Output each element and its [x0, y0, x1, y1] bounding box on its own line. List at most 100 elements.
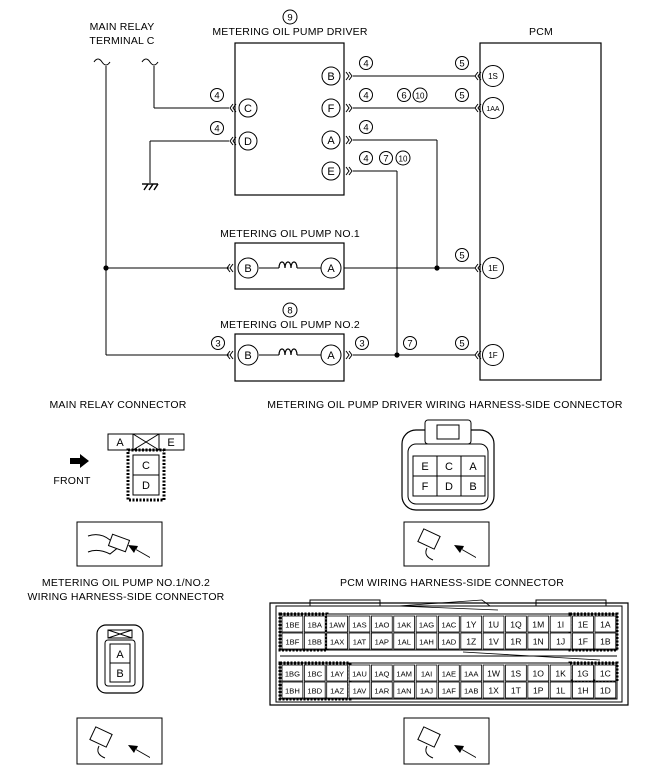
pcm-terminal-cell — [415, 615, 438, 633]
svg-text:B: B — [116, 668, 123, 680]
svg-text:1F: 1F — [488, 351, 497, 360]
pcm-terminal-cell — [594, 681, 617, 699]
pcm-terminal-label: 1O — [533, 669, 545, 679]
svg-text:7: 7 — [407, 339, 412, 350]
pcm-terminal-cell — [527, 632, 550, 650]
driver-pin-c: C — [238, 98, 258, 118]
pcm-terminal-label: 1H — [577, 686, 588, 696]
pcm-terminal-label: 1AH — [419, 638, 434, 647]
harness-probe-icon — [403, 521, 490, 567]
pcm-terminal-label: 1J — [556, 637, 565, 647]
pump-2-label: METERING OIL PUMP NO.2 — [220, 319, 360, 331]
pcm-terminal-cell — [549, 681, 572, 699]
pcm-terminal-label: 1K — [555, 669, 566, 679]
pcm-pin-1aa: 1AA — [482, 97, 504, 119]
svg-text:A: A — [327, 135, 335, 147]
connector-marks — [226, 71, 482, 360]
pump-2-pin-b: B — [237, 344, 259, 366]
main-relay-label-line1: MAIN RELAY — [90, 21, 155, 33]
num-circle: 7 — [403, 336, 417, 350]
pcm-terminal-label: 1AC — [441, 621, 456, 630]
pcm-terminal-cell — [370, 664, 393, 682]
pcm-terminal-label: 1AR — [374, 687, 389, 696]
pcm-pin-1f: 1F — [482, 344, 504, 366]
pcm-terminal-cell — [527, 615, 550, 633]
num-circle: 4 — [210, 121, 224, 135]
pcm-terminal-label: 1F — [578, 637, 588, 647]
svg-text:D: D — [244, 136, 252, 148]
pump-connector-label-line1: METERING OIL PUMP NO.1/NO.2 — [42, 577, 210, 589]
pcm-terminal-cell — [482, 664, 505, 682]
pcm-terminal-label: 1AG — [419, 621, 434, 630]
driver-label: METERING OIL PUMP DRIVER — [212, 26, 368, 38]
svg-text:D: D — [445, 481, 453, 493]
pcm-terminal-label: 1AS — [352, 621, 366, 630]
driver-pin-a: A — [321, 130, 341, 150]
pcm-terminal-label: 1E — [578, 620, 589, 630]
svg-text:B: B — [327, 71, 334, 83]
svg-text:F: F — [422, 481, 429, 493]
svg-text:A: A — [327, 263, 335, 275]
pcm-terminal-cell — [438, 681, 460, 699]
pcm-terminal-label: 1BF — [285, 638, 299, 647]
main-relay-connector: A E C D — [107, 433, 185, 502]
driver-pin-e: E — [321, 161, 341, 181]
pcm-terminal-label: 1AV — [353, 687, 368, 696]
svg-text:3: 3 — [215, 339, 220, 350]
svg-text:B: B — [244, 263, 251, 275]
svg-text:6: 6 — [401, 91, 406, 102]
pcm-terminal-label: 1AF — [442, 687, 456, 696]
svg-text:4: 4 — [363, 59, 368, 70]
junction-dot — [394, 352, 400, 358]
num-circle: 6 — [397, 88, 411, 102]
pcm-terminal-label: 1P — [533, 686, 544, 696]
wire-break-left — [93, 58, 111, 66]
pcm-terminal-label: 1AP — [375, 638, 389, 647]
pcm-box — [479, 42, 602, 381]
pcm-terminal-cell — [393, 664, 416, 682]
pcm-terminal-cell — [370, 632, 393, 650]
pcm-terminal-cell — [549, 615, 572, 633]
pcm-terminal-label: 1R — [510, 637, 521, 647]
pcm-terminal-label: 1AY — [330, 670, 344, 679]
num-circle: 4 — [359, 56, 373, 70]
pcm-terminal-cell — [438, 615, 460, 633]
svg-text:A: A — [327, 350, 335, 362]
ground-icon — [142, 183, 159, 191]
pcm-terminal-cell — [303, 681, 326, 699]
pcm-terminal-cell — [348, 632, 371, 650]
pcm-terminal-cell — [460, 681, 483, 699]
wire-break-right — [141, 58, 159, 66]
svg-text:5: 5 — [459, 339, 464, 350]
pcm-terminal-label: 1AK — [397, 621, 411, 630]
pcm-terminal-label: 1AW — [329, 621, 346, 630]
svg-text:4: 4 — [363, 91, 368, 102]
svg-text:4: 4 — [363, 123, 368, 134]
pump-1-coil-icon — [278, 261, 298, 269]
pcm-terminal-cell — [594, 615, 617, 633]
pcm-terminal-label: 1BH — [285, 687, 300, 696]
pcm-terminal-label: 1AU — [352, 670, 367, 679]
pcm-terminal-label: 1BA — [308, 621, 323, 630]
pump-2-pin-a: A — [320, 344, 342, 366]
pcm-terminal-cell — [594, 664, 617, 682]
pcm-terminal-label: 1V — [488, 637, 499, 647]
svg-text:B: B — [244, 350, 251, 362]
pcm-label: PCM — [529, 26, 553, 38]
pcm-terminal-cell — [572, 681, 594, 699]
pcm-terminal-cell — [326, 615, 348, 633]
pump-1-pin-a: A — [320, 257, 342, 279]
svg-text:1E: 1E — [488, 264, 498, 273]
pump-2-coil-icon — [278, 348, 298, 356]
pcm-terminal-label: 1Z — [466, 637, 476, 647]
pcm-terminal-label: 1BG — [285, 670, 300, 679]
num-circle: 10 — [412, 87, 428, 103]
num-circle: 4 — [210, 88, 224, 102]
svg-text:5: 5 — [459, 59, 464, 70]
pcm-terminal-label: 1AQ — [374, 670, 389, 679]
svg-text:E: E — [167, 437, 174, 449]
pcm-terminal-label: 1D — [600, 686, 611, 696]
svg-text:5: 5 — [459, 91, 464, 102]
pcm-terminal-cell — [505, 615, 527, 633]
